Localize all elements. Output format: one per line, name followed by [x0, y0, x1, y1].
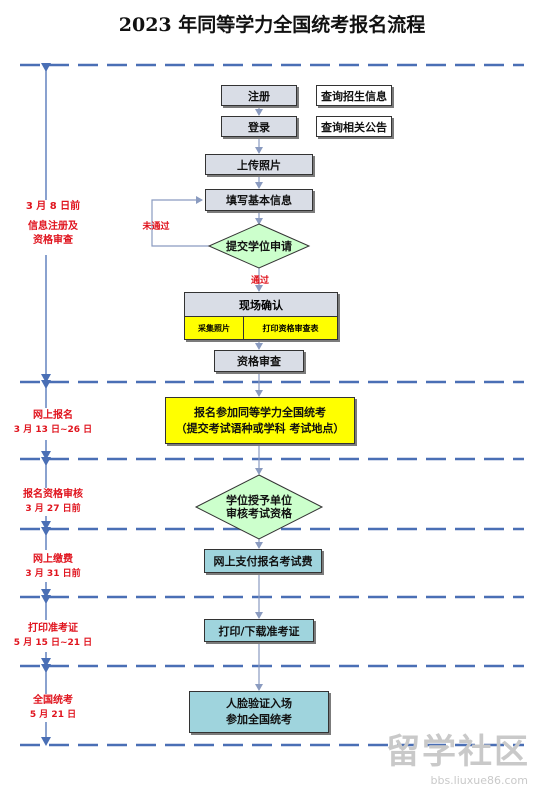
stage-2-line2: 3 月 13 日~26 日 [13, 425, 93, 435]
grant-unit-diamond [194, 474, 324, 540]
face-verify-step: 人脸验证入场 参加全国统考 [189, 691, 329, 733]
upload-photo-label: 上传照片 [237, 158, 281, 172]
watermark-logo: 留学社区 [386, 732, 530, 772]
fill-info-label: 填写基本信息 [226, 194, 292, 207]
apply-exam-line1: 报名参加同等学力全国统考 [194, 405, 326, 419]
stage-3-line2: 3 月 27 日前 [25, 504, 81, 514]
stage-1-line3: 资格审查 [33, 235, 73, 246]
not-passed-label: 未通过 [142, 222, 170, 232]
stage-1-line2: 信息注册及 [28, 221, 78, 232]
collect-photo-cell: 采集照片 [185, 317, 244, 339]
passed-label: 通过 [250, 276, 269, 286]
stage-print-ticket: 打印准考证 5 月 15 日~21 日 [8, 622, 98, 650]
page-title: 2023 年同等学力全国统考报名流程 [118, 14, 426, 36]
register-step: 注册 [221, 85, 297, 106]
query-notice-box: 查询相关公告 [316, 116, 392, 137]
print-review-form-cell: 打印资格审查表 [244, 317, 337, 339]
submit-degree-diamond [207, 223, 311, 269]
face-verify-line2: 参加全国统考 [226, 713, 292, 726]
stage-6-line2: 5 月 21 日 [29, 710, 77, 720]
onsite-confirm-header: 现场确认 [185, 293, 337, 317]
stage-national-exam: 全国统考 5 月 21 日 [8, 694, 98, 722]
stage-3-line1: 报名资格审核 [23, 489, 83, 500]
stage-registration: 3 月 8 日前 信息注册及 资格审查 [8, 200, 98, 248]
apply-exam-step: 报名参加同等学力全国统考 （提交考试语种或学科 考试地点） [165, 397, 355, 444]
watermark-url: bbs.liuxue86.com [430, 774, 528, 787]
register-label: 注册 [248, 89, 270, 103]
stage-1-line1: 3 月 8 日前 [25, 201, 81, 212]
stage-2-line1: 网上报名 [33, 410, 73, 421]
qualification-review-label: 资格审查 [237, 355, 281, 368]
login-step: 登录 [221, 116, 297, 137]
print-ticket-label: 打印/下载准考证 [218, 624, 300, 638]
qualification-review-step: 资格审查 [214, 350, 304, 372]
stage-5-line1: 打印准考证 [28, 623, 78, 634]
stage-online-apply: 网上报名 3 月 13 日~26 日 [8, 409, 98, 437]
query-notice-label: 查询相关公告 [321, 120, 387, 134]
fill-info-step: 填写基本信息 [205, 189, 313, 211]
stage-5-line2: 5 月 15 日~21 日 [13, 638, 93, 648]
onsite-confirm-group: 现场确认 采集照片 打印资格审查表 [184, 292, 338, 340]
stage-6-line1: 全国统考 [33, 695, 73, 706]
login-label: 登录 [248, 120, 270, 134]
submit-degree-label: 提交学位申请 [226, 239, 292, 253]
print-ticket-step: 打印/下载准考证 [204, 619, 314, 642]
grant-unit-line1: 学位授予单位 [226, 494, 292, 507]
query-enrollment-label: 查询招生信息 [321, 89, 387, 103]
upload-photo-step: 上传照片 [205, 154, 313, 175]
apply-exam-line2: （提交考试语种或学科 考试地点） [175, 421, 345, 435]
pay-fee-label: 网上支付报名考试费 [213, 555, 313, 568]
stage-qualification-audit: 报名资格审核 3 月 27 日前 [8, 488, 98, 516]
query-enrollment-box: 查询招生信息 [316, 85, 392, 106]
face-verify-line1: 人脸验证入场 [226, 697, 292, 710]
pay-fee-step: 网上支付报名考试费 [204, 549, 322, 573]
stage-4-line1: 网上缴费 [33, 554, 73, 565]
stage-4-line2: 3 月 31 日前 [25, 569, 81, 579]
grant-unit-label: 学位授予单位 审核考试资格 [206, 493, 312, 521]
stage-online-payment: 网上缴费 3 月 31 日前 [8, 553, 98, 581]
grant-unit-line2: 审核考试资格 [226, 507, 292, 520]
